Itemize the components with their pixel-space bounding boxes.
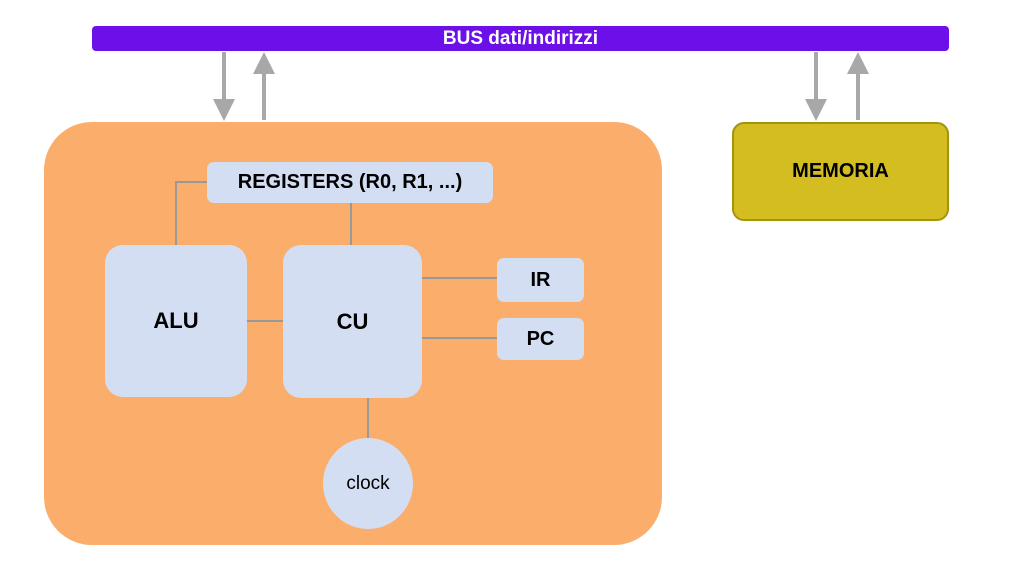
alu-box: ALU	[105, 245, 247, 397]
pc-box: PC	[497, 318, 584, 360]
bus-cpu-arrows	[213, 52, 275, 121]
pc-label: PC	[526, 327, 555, 350]
registers-box: REGISTERS (R0, R1, ...)	[207, 162, 493, 203]
arrow-head-down-icon	[213, 99, 235, 121]
arrow-head-up-icon	[253, 52, 275, 74]
arrow-head-up-icon	[847, 52, 869, 74]
bus-to-cpu-arrow-down	[213, 52, 235, 121]
alu-label: ALU	[153, 308, 199, 333]
memoria-box: MEMORIA	[732, 122, 949, 221]
arrow-head-down-icon	[805, 99, 827, 121]
cu-box: CU	[283, 245, 422, 398]
clock-label: clock	[346, 472, 390, 494]
cpu-to-bus-arrow-up	[253, 52, 275, 120]
bus-to-memory-arrow-down	[805, 52, 827, 121]
bus-memory-arrows	[805, 52, 869, 121]
ir-label: IR	[530, 268, 551, 291]
ir-box: IR	[497, 258, 584, 302]
bus-label: BUS dati/indirizzi	[442, 27, 599, 49]
bus-bar: BUS dati/indirizzi	[92, 26, 949, 51]
memory-to-bus-arrow-up	[847, 52, 869, 120]
registers-label: REGISTERS (R0, R1, ...)	[237, 171, 463, 193]
clock-circle: clock	[323, 438, 413, 529]
memoria-label: MEMORIA	[792, 160, 889, 182]
cu-label: CU	[336, 308, 369, 334]
